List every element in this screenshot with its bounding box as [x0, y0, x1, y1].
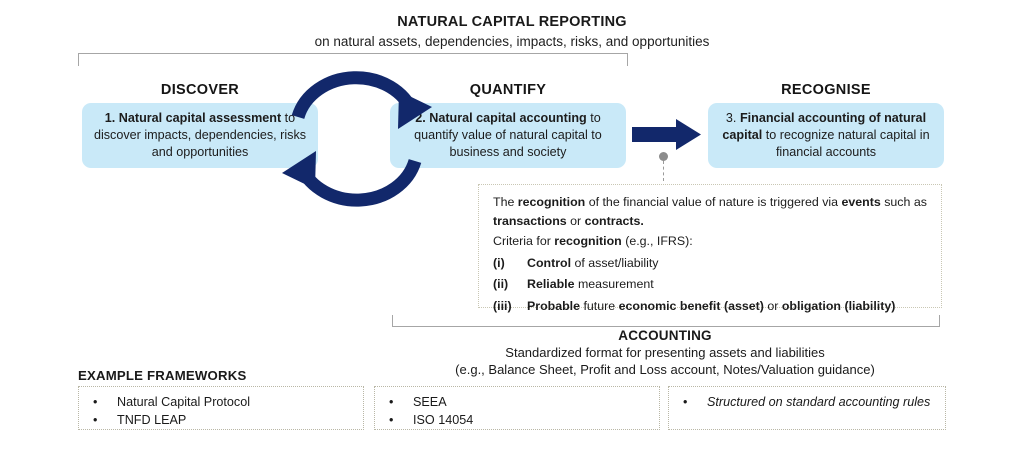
criteria-item-bold-1: Probable	[527, 299, 581, 314]
stage-box-discover-lead: 1. Natural capital assessment	[104, 111, 282, 125]
criteria-p2-c: (e.g., IFRS):	[621, 233, 693, 248]
bullet-icon: •	[93, 395, 98, 409]
criteria-item-text: Probable future economic benefit (asset)…	[527, 297, 895, 316]
list-item: • Structured on standard accounting rule…	[679, 393, 937, 411]
criteria-p2-b: recognition	[554, 233, 622, 248]
discover-quantify-cycle	[282, 71, 432, 207]
accounting-subtitle-line-2: (e.g., Balance Sheet, Profit and Loss ac…	[455, 362, 875, 377]
list-item-label: TNFD LEAP	[117, 413, 187, 428]
criteria-item-text: Control of asset/liability	[527, 254, 659, 273]
stage-box-quantify-rest: to quantify value of natural capital to …	[414, 111, 602, 159]
frameworks-box-discover: • Natural Capital Protocol • TNFD LEAP	[78, 386, 364, 430]
stage-box-quantify-lead: 2. Natural capital accounting	[415, 111, 587, 125]
stage-box-recognise-rest: to recognize natural capital in financia…	[762, 128, 930, 159]
accounting-subtitle-line-1: Standardized format for presenting asset…	[505, 345, 825, 360]
list-item-label: SEEA	[413, 395, 447, 409]
stage-heading-recognise: RECOGNISE	[781, 82, 871, 98]
criteria-item-plain-2: or	[763, 299, 782, 314]
stage-box-discover[interactable]: 1. Natural capital assessment to discove…	[82, 103, 318, 168]
criteria-item-bold-2: economic benefit (asset)	[618, 299, 764, 314]
criteria-p1-f: transactions	[493, 213, 567, 228]
diagram-subtitle: on natural assets, dependencies, impacts…	[314, 34, 710, 49]
criteria-item: (i) Control of asset/liability	[493, 254, 929, 273]
connector-dot-icon	[659, 152, 668, 161]
list-item: • Natural Capital Protocol	[89, 393, 355, 411]
stage-heading-quantify: QUANTIFY	[469, 82, 547, 98]
bullet-icon: •	[389, 413, 394, 428]
criteria-p1-b: recognition	[517, 195, 586, 209]
list-item-label: Structured on standard accounting rules	[707, 395, 931, 409]
example-frameworks-title: EXAMPLE FRAMEWORKS	[78, 368, 247, 383]
recognition-criteria-panel: The recognition of the financial value o…	[478, 184, 942, 313]
criteria-p1-a: The	[493, 195, 518, 209]
bullet-icon: •	[389, 395, 394, 409]
bullet-icon: •	[93, 413, 98, 428]
criteria-item-bold-1: Reliable	[527, 277, 575, 292]
stage-box-recognise-number: 3.	[725, 111, 740, 125]
criteria-p1-e: such as	[880, 195, 927, 209]
stage-box-recognise[interactable]: 3. Financial accounting of natural capit…	[708, 103, 944, 168]
criteria-item: (ii) Reliable measurement	[493, 275, 929, 294]
list-item-label: Natural Capital Protocol	[117, 395, 250, 409]
stage-heading-discover: DISCOVER	[160, 82, 240, 98]
accounting-scope-bracket	[392, 315, 940, 327]
criteria-item-number: (ii)	[493, 277, 509, 292]
arrow-right-icon	[632, 119, 701, 150]
curved-arrow-left-icon	[282, 151, 422, 207]
criteria-item-plain-1: of asset/liability	[571, 255, 659, 270]
criteria-p1-g: or	[566, 213, 585, 228]
criteria-item-bold-1: Control	[527, 255, 572, 270]
criteria-p1-c: of the financial value of nature is trig…	[585, 195, 842, 209]
stage-box-recognise-lead: Financial accounting of natural capital	[722, 111, 927, 142]
frameworks-box-quantify: • SEEA • ISO 14054	[374, 386, 660, 430]
reporting-scope-bracket	[78, 53, 628, 66]
list-item-label: ISO 14054	[413, 413, 474, 428]
diagram-title: NATURAL CAPITAL REPORTING	[397, 14, 627, 30]
criteria-item-number: (i)	[493, 255, 505, 270]
curved-arrow-right-icon	[291, 71, 432, 129]
criteria-item-plain-1: measurement	[574, 277, 654, 292]
frameworks-box-recognise: • Structured on standard accounting rule…	[668, 386, 946, 430]
accounting-title: ACCOUNTING	[618, 328, 712, 343]
stage-box-discover-rest: to discover impacts, dependencies, risks…	[93, 111, 307, 159]
criteria-p2-a: Criteria for	[493, 233, 555, 248]
criteria-item: (iii) Probable future economic benefit (…	[493, 297, 929, 316]
criteria-item-number: (iii)	[493, 299, 512, 314]
list-item: • SEEA	[385, 393, 651, 411]
criteria-item-plain-1: future	[580, 299, 619, 314]
criteria-item-text: Reliable measurement	[527, 275, 654, 294]
criteria-p1-d: events	[841, 195, 881, 209]
list-item: • ISO 14054	[385, 411, 651, 429]
bullet-icon: •	[683, 395, 688, 409]
criteria-paragraph-1: The recognition of the financial value o…	[493, 193, 929, 231]
criteria-paragraph-2: Criteria for recognition (e.g., IFRS):	[493, 232, 929, 251]
criteria-p1-h: contracts.	[584, 213, 644, 228]
stage-box-quantify[interactable]: 2. Natural capital accounting to quantif…	[390, 103, 626, 168]
list-item: • TNFD LEAP	[89, 411, 355, 429]
connector-dashed-line	[663, 161, 664, 181]
criteria-item-bold-3: obligation (liability)	[781, 299, 896, 314]
